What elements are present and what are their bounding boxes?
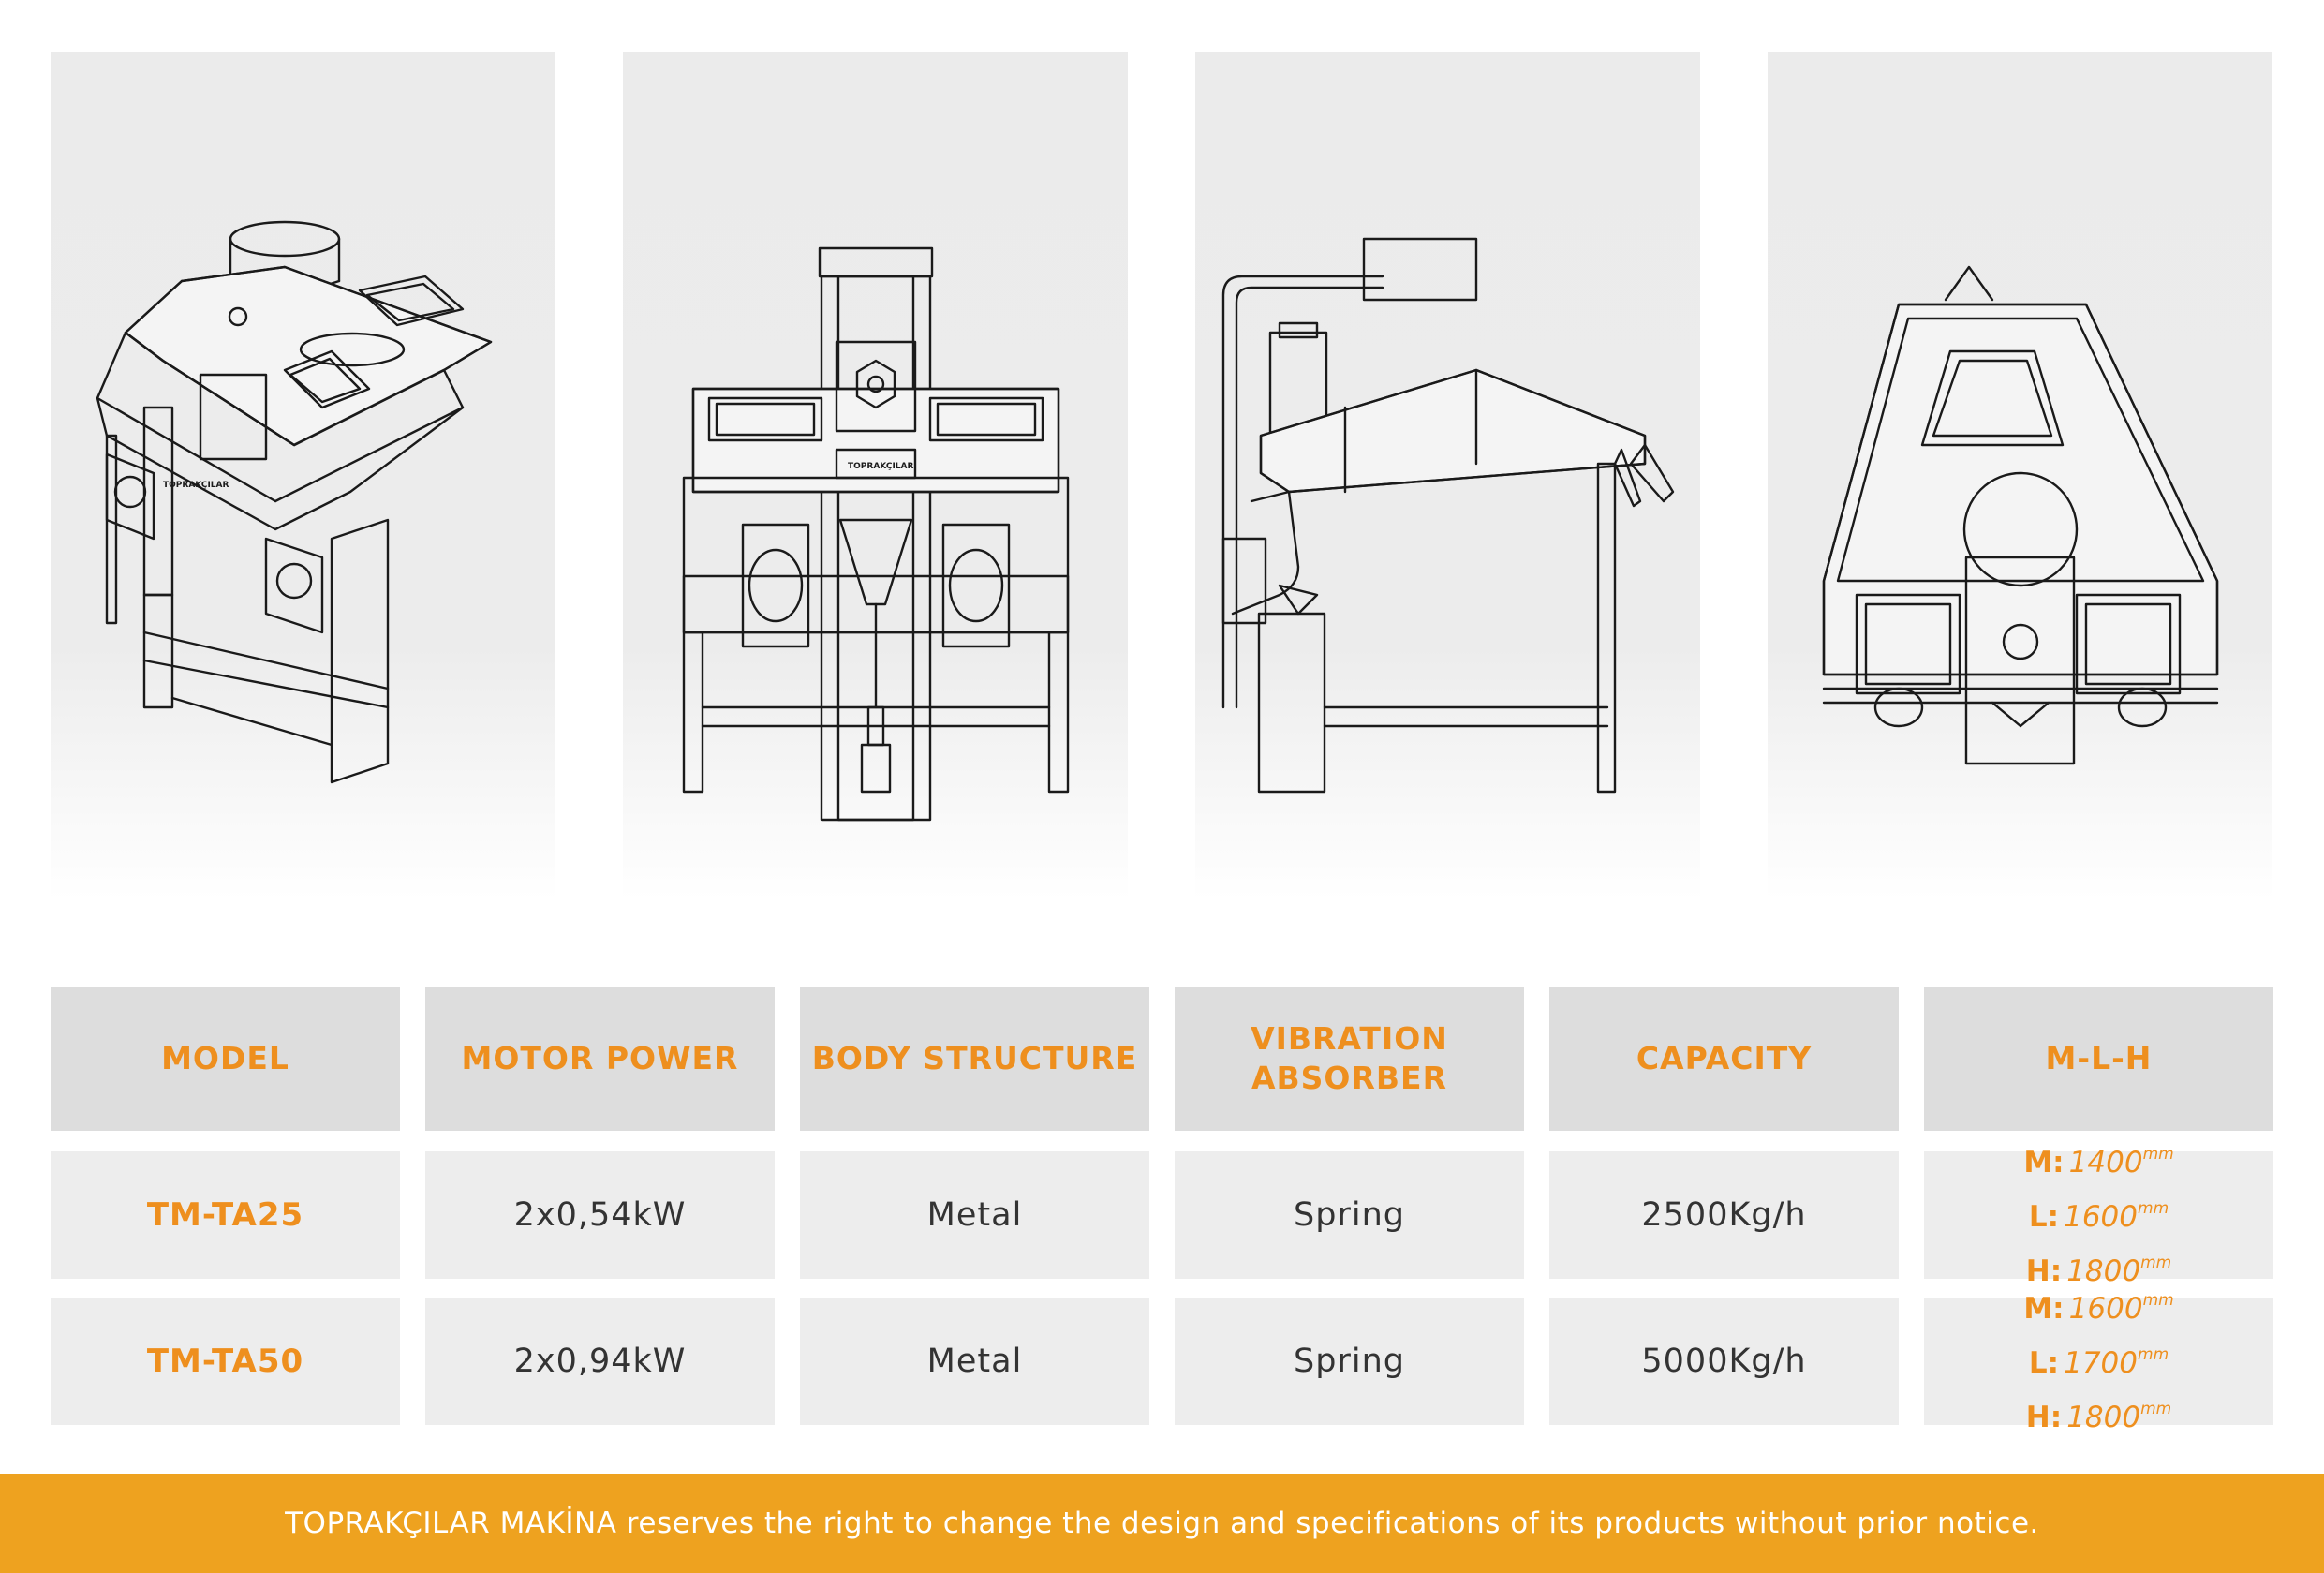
footer-notice-bar: TOPRAKÇILAR MAKİNA reserves the right to… [0,1474,2324,1573]
row1-model: TM-TA25 [51,1151,400,1279]
header-motor-power: MOTOR POWER [425,987,775,1131]
front-drawing: TOPRAKÇILAR [682,246,1070,822]
row2-model: TM-TA50 [51,1298,400,1425]
row2-capacity: 5000Kg/h [1549,1298,1899,1425]
side-drawing [1221,237,1675,794]
row1-body-structure: Metal [800,1151,1149,1279]
header-body-structure: BODY STRUCTURE [800,987,1149,1131]
row1-dim-h: H: 1800mm [2025,1254,2172,1288]
footer-notice-text: TOPRAKÇILAR MAKİNA reserves the right to… [285,1506,2039,1540]
header-vibration-absorber: VIBRATION ABSORBER [1175,987,1524,1131]
row2-dim-m: M: 1600mm [2023,1291,2174,1326]
isometric-drawing: TOPRAKÇILAR [96,220,493,784]
row2-vibration-absorber: Spring [1175,1298,1524,1425]
machine-logo-text: TOPRAKÇILAR [163,481,229,490]
row2-dimensions: M: 1600mm L: 1700mm H: 1800mm [1924,1291,2273,1434]
row1-motor-power: 2x0,54kW [425,1151,775,1279]
header-capacity: CAPACITY [1549,987,1899,1131]
header-mlh: M-L-H [1924,987,2273,1131]
rear-drawing [1822,265,2219,765]
row1-dim-l: L: 1600mm [2028,1199,2169,1234]
machine-isometric-view: TOPRAKÇILAR [51,52,555,899]
row1-dim-m: M: 1400mm [2023,1145,2174,1180]
machine-front-view: TOPRAKÇILAR [623,52,1128,899]
machine-side-view [1195,52,1700,899]
machine-logo-text-front: TOPRAKÇILAR [848,462,914,471]
row2-body-structure: Metal [800,1298,1149,1425]
row1-dimensions: M: 1400mm L: 1600mm H: 1800mm [1924,1145,2273,1288]
row2-motor-power: 2x0,94kW [425,1298,775,1425]
row2-dim-h: H: 1800mm [2025,1400,2172,1434]
machine-rear-view [1768,52,2272,899]
row1-vibration-absorber: Spring [1175,1151,1524,1279]
header-model: MODEL [51,987,400,1131]
row1-capacity: 2500Kg/h [1549,1151,1899,1279]
row2-dim-l: L: 1700mm [2028,1345,2169,1380]
